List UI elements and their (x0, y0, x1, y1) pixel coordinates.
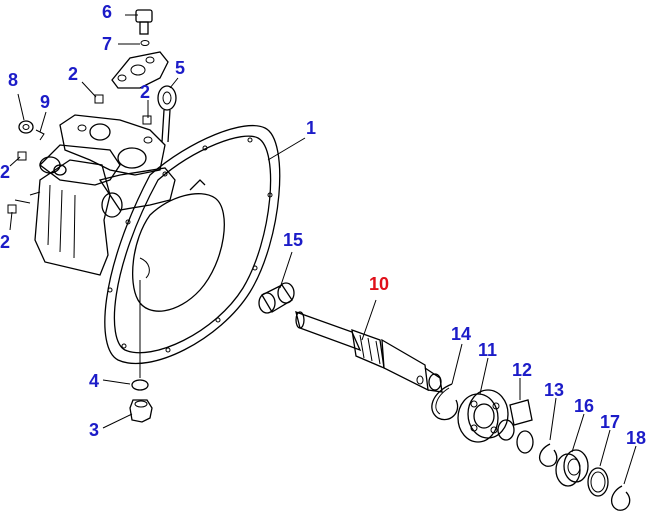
callout-2: 2 (140, 82, 150, 102)
bearing-16 (555, 449, 589, 487)
callout-13: 13 (544, 380, 564, 400)
gear-11 (457, 389, 509, 443)
snap-ring-14 (431, 383, 459, 421)
callout-5: 5 (175, 58, 185, 78)
leader-lines (9, 14, 637, 485)
callout-3: 3 (89, 420, 99, 440)
plugs-2 (7, 94, 152, 214)
callout-2: 2 (0, 162, 10, 182)
callout-12: 12 (512, 360, 532, 380)
bolt-6 (135, 9, 153, 35)
cover-plate (111, 40, 169, 89)
eye-bolt (157, 85, 177, 143)
callout-10: 10 (369, 274, 389, 294)
callout-8: 8 (8, 70, 18, 90)
callout-9: 9 (40, 92, 50, 112)
snap-ring-13 (539, 443, 558, 467)
callout-labels: 6 7 8 9 2 2 2 2 5 1 15 10 4 3 14 11 12 1… (0, 2, 646, 448)
drive-shaft-10 (295, 310, 443, 393)
flange-housing (104, 124, 281, 365)
callout-2: 2 (68, 64, 78, 84)
seal-4 (131, 379, 149, 391)
key-12 (509, 399, 533, 426)
callout-11: 11 (478, 340, 497, 360)
snap-ring-18 (611, 485, 631, 511)
callout-7: 7 (102, 34, 112, 54)
ring-17 (587, 467, 609, 497)
bearing-15 (258, 282, 295, 314)
callout-18: 18 (626, 428, 646, 448)
callout-4: 4 (89, 371, 99, 391)
callout-17: 17 (600, 412, 620, 432)
callout-6: 6 (102, 2, 112, 22)
plug-3 (129, 399, 153, 423)
callout-14: 14 (451, 324, 471, 344)
callout-16: 16 (574, 396, 594, 416)
callout-2: 2 (0, 232, 10, 252)
washer-12 (497, 419, 534, 454)
fitting-8-9 (18, 120, 45, 141)
pump-body (14, 114, 176, 276)
callout-15: 15 (283, 230, 303, 250)
callout-1: 1 (306, 118, 316, 138)
